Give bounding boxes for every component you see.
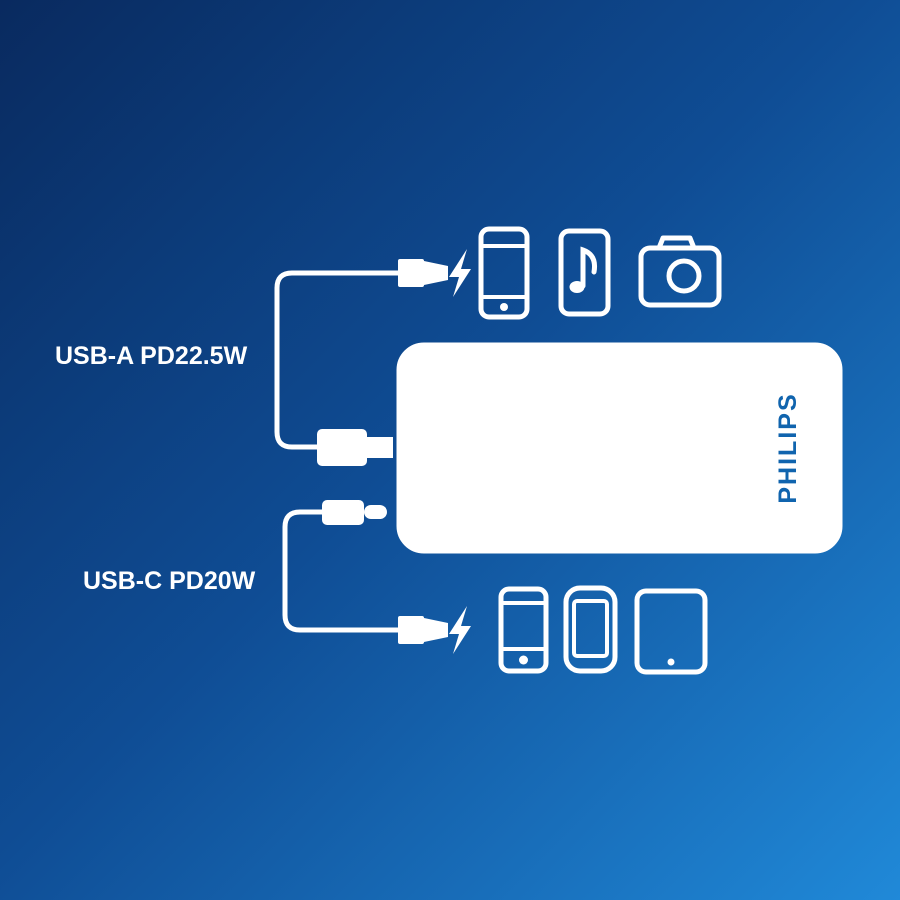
usb-a-cable-connector — [398, 249, 471, 297]
usb-c-port-label: USB-C PD20W — [83, 567, 256, 595]
smartphone-icon — [478, 226, 530, 320]
usb-a-plug-tip — [367, 437, 393, 458]
usb-a-cable — [274, 270, 401, 450]
smartphone-rounded-icon — [563, 585, 618, 674]
usb-a-port-label: USB-A PD22.5W — [55, 342, 248, 370]
connector-tip — [424, 618, 448, 642]
connector-tip — [424, 261, 448, 285]
lightning-bolt-icon — [449, 249, 471, 297]
camera-icon — [638, 235, 722, 308]
usb-c-cable-connector — [398, 606, 471, 654]
music-player-icon — [558, 228, 611, 317]
usb-c-plug-body — [322, 500, 364, 525]
usb-a-plug — [317, 429, 393, 466]
powerbank: PHILIPS — [396, 342, 843, 554]
connector-back — [398, 259, 424, 287]
connector-back — [398, 616, 424, 644]
tablet-icon — [634, 588, 708, 675]
usb-a-plug-body — [317, 429, 367, 466]
usb-c-cable — [282, 509, 401, 633]
powerbank-body — [396, 342, 843, 554]
philips-logo-text: PHILIPS — [774, 392, 802, 503]
lightning-bolt-icon — [449, 606, 471, 654]
usb-c-plug — [322, 500, 387, 525]
smartphone-home-button-icon — [498, 586, 549, 674]
usb-c-plug-tip — [364, 505, 387, 519]
